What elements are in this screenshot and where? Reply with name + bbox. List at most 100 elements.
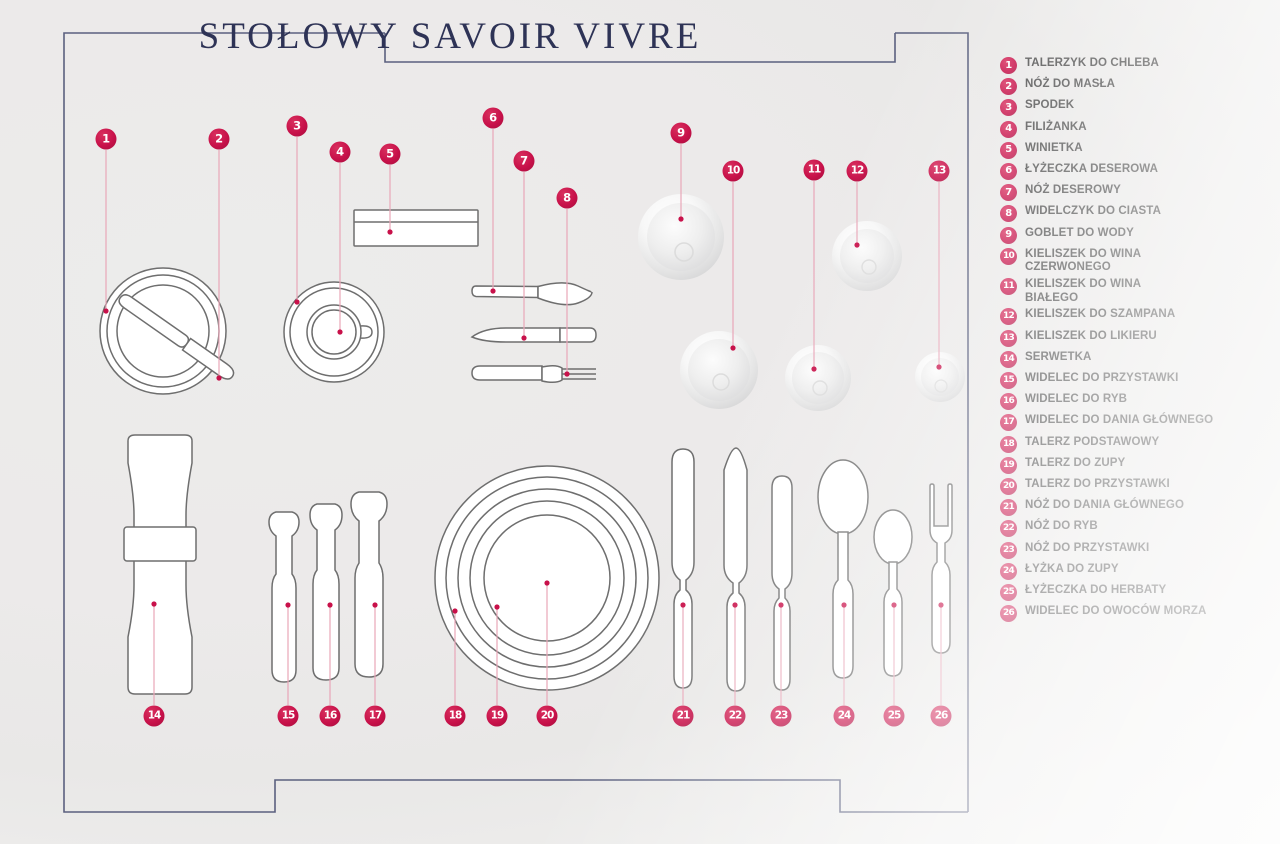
white-wine-glass-shape [785,345,851,411]
diagram-badge-soup-spoon: 24 [833,705,855,727]
leader-dot-seafood-fork [938,602,944,608]
diagram-badge-fish-fork: 16 [319,705,341,727]
main-knife-shape [671,448,695,689]
legend-badge-11: 11 [1000,278,1017,296]
cake-fork-shape [471,364,596,384]
leader-dot-dessert-knife [521,335,527,341]
napkin-shape [123,434,197,695]
legend-item-13: 13 KIELISZEK DO LIKIERU [1000,327,1250,347]
diagram-badge-starter-knife: 23 [770,705,792,727]
legend-label-15: WIDELEC DO PRZYSTAWKI [1025,370,1179,384]
diagram-badge-butter-knife: 2 [208,128,230,150]
plate-stack-shape [434,465,660,691]
starter-knife-shape [771,475,793,691]
legend-badge-13: 13 [1000,329,1017,347]
leader-dot-butter-knife [216,375,222,381]
leader-dot-cup [337,329,343,335]
tea-spoon-shape [873,509,913,677]
diagram-badge-soup-plate: 19 [486,705,508,727]
legend-badge-20: 20 [1000,477,1017,495]
leader-dot-napkin [151,601,157,607]
legend-badge-2: 2 [1000,78,1017,96]
legend-badge-16: 16 [1000,393,1017,411]
diagram-badge-main-knife: 21 [672,705,694,727]
legend-badge-19: 19 [1000,456,1017,474]
diagram-badge-cake-fork: 8 [556,187,578,209]
legend-label-7: NÓŻ DESEROWY [1025,182,1121,197]
diagram-badge-starter-fork: 15 [277,705,299,727]
leader-dot-starter-plate [544,580,550,586]
diagram-badge-saucer: 3 [286,115,308,137]
legend-label-26: WIDELEC DO OWOCÓW MORZA [1025,603,1207,618]
legend-label-22: NÓŻ DO RYB [1025,518,1098,533]
legend-label-23: NÓŻ DO PRZYSTAWKI [1025,539,1150,554]
legend-label-13: KIELISZEK DO LIKIERU [1025,327,1157,342]
dessert-knife-shape [470,327,597,343]
diagram-badge-dessert-spoon: 6 [482,107,504,129]
diagram-badge-seafood-fork: 26 [930,705,952,727]
leader-dot-main-fork [372,602,378,608]
legend-label-5: WINIETKA [1025,139,1083,154]
legend-label-8: WIDELCZYK DO CIASTA [1025,203,1161,218]
liqueur-glass-shape [915,352,965,402]
leader-dot-soup-spoon [841,602,847,608]
leader-dot-water-goblet [678,216,684,222]
starter-fork-shape [268,477,302,683]
water-goblet-shape [638,194,724,280]
champagne-glass-shape [832,221,902,291]
red-wine-glass-shape [680,331,758,409]
legend-badge-7: 7 [1000,184,1017,202]
main-fork-shape [350,451,392,678]
legend-label-1: TALERZYK DO CHLEBA [1025,55,1159,69]
leader-dot-starter-knife [778,602,784,608]
leader-dot-white-wine-glass [811,366,817,372]
legend-badge-4: 4 [1000,120,1017,138]
leader-dot-starter-fork [285,602,291,608]
leader-dot-saucer [294,299,300,305]
legend-badge-3: 3 [1000,99,1017,117]
legend-label-24: ŁYŻKA DO ZUPY [1025,560,1119,575]
legend-label-11-line2: BIAŁEGO [1025,289,1079,304]
legend-label-19: TALERZ DO ZUPY [1025,454,1126,469]
diagram-badge-water-goblet: 9 [670,122,692,144]
fish-fork-shape [309,466,346,681]
diagram-badge-tea-spoon: 25 [883,705,905,727]
diagram-badge-white-wine-glass: 11 [803,159,825,181]
leader-dot-fish-knife [732,602,738,608]
page-title: STOŁOWY SAVOIR VIVRE [198,16,702,57]
legend-badge-25: 25 [1000,583,1017,601]
legend-label-6: ŁYŻECZKA DESEROWA [1025,160,1159,175]
legend-badge-26: 26 [1000,605,1017,623]
diagram-badge-champagne-glass: 12 [846,160,868,182]
leader-dot-bread-plate [103,308,109,314]
legend-label-16: WIDELEC DO RYB [1025,391,1128,406]
legend-label-12: KIELISZEK DO SZAMPANA [1025,306,1176,321]
leader-dot-soup-plate [494,604,500,610]
fish-knife-shape [723,447,748,692]
legend-badge-22: 22 [1000,520,1017,538]
seafood-fork-shape [929,483,953,654]
legend-item-16: 16 WIDELEC DO RYB [1000,391,1250,411]
leader-dot-red-wine-glass [730,345,736,351]
leader-dot-tea-spoon [891,602,897,608]
diagram-badge-bread-plate: 1 [95,128,117,150]
diagram-badge-charger-plate: 18 [444,705,466,727]
legend-label-4: FILIŻANKA [1025,118,1087,133]
leader-dot-liqueur-glass [936,364,942,370]
diagram-badge-napkin: 14 [143,705,165,727]
legend-item-26: 26 WIDELEC DO OWOCÓW MORZA [1000,603,1250,623]
